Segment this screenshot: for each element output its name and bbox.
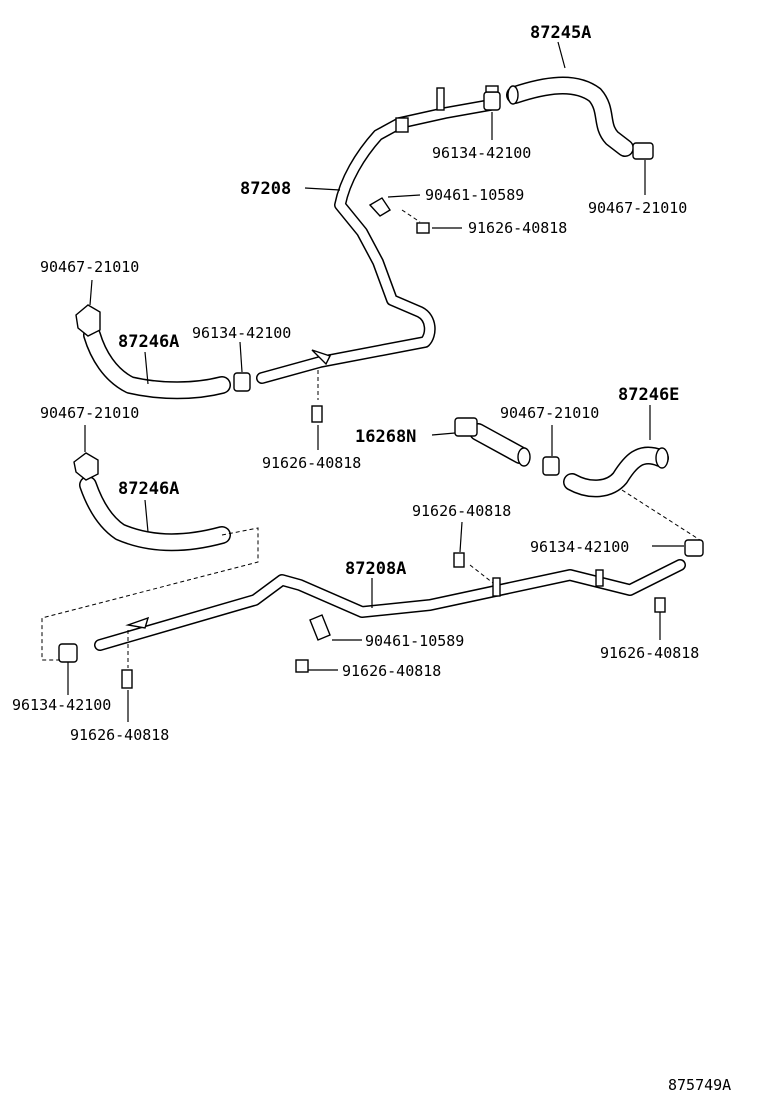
label-96134-42100-b: 96134-42100 [192, 324, 291, 342]
label-87208: 87208 [240, 179, 291, 199]
label-90461-10589-b: 90461-10589 [365, 632, 464, 650]
label-87246e: 87246E [618, 385, 679, 405]
valve-16268n [454, 417, 531, 467]
hose-87246e [563, 446, 669, 498]
label-96134-42100-a: 96134-42100 [432, 144, 531, 162]
part-labels: 87245A 96134-42100 90467-21010 87208 904… [12, 23, 731, 1094]
label-91626-40818-c: 91626-40818 [412, 502, 511, 520]
clamps [58, 85, 704, 663]
label-90467-21010-d: 90467-21010 [500, 404, 599, 422]
pipe-87208a [94, 559, 686, 651]
label-91626-40818-d: 91626-40818 [600, 644, 699, 662]
label-87246a-a: 87246A [118, 332, 179, 352]
label-91626-40818-f: 91626-40818 [70, 726, 169, 744]
label-90467-21010-a: 90467-21010 [588, 199, 687, 217]
label-90467-21010-b: 90467-21010 [40, 258, 139, 276]
hose-87246a-lower [73, 452, 231, 552]
label-96134-42100-c: 96134-42100 [530, 538, 629, 556]
label-87246a-b: 87246A [118, 479, 179, 499]
pipe-87208 [256, 87, 496, 384]
clips [309, 197, 391, 641]
label-96134-42100-d: 96134-42100 [12, 696, 111, 714]
label-90461-10589-a: 90461-10589 [425, 186, 524, 204]
leader-lines [41, 41, 701, 722]
label-87245a: 87245A [530, 23, 591, 43]
label-90467-21010-c: 90467-21010 [40, 404, 139, 422]
bolts [121, 222, 666, 689]
label-91626-40818-e: 91626-40818 [342, 662, 441, 680]
label-91626-40818-a: 91626-40818 [468, 219, 567, 237]
hose-87245a [506, 76, 634, 157]
label-16268n: 16268N [355, 427, 416, 447]
label-87208a: 87208A [345, 559, 406, 579]
label-91626-40818-b: 91626-40818 [262, 454, 361, 472]
hose-87246a-upper [75, 304, 231, 400]
diagram-id: 875749A [668, 1076, 731, 1094]
